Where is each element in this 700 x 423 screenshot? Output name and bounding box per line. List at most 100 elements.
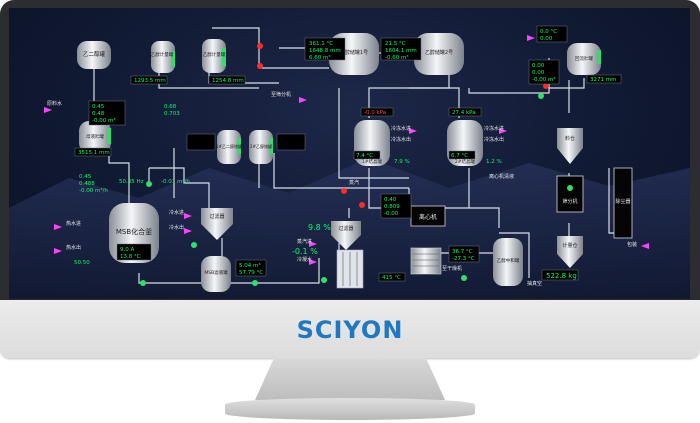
- readout: 1648.8 mm: [309, 48, 341, 54]
- tank-label: MSB滤液罐: [204, 269, 228, 276]
- readout: -0.00 m³/h: [79, 187, 108, 194]
- monitor-stand-neck: [255, 358, 445, 400]
- readout: 0.809: [384, 204, 400, 210]
- readout: 9.0 A: [120, 247, 134, 253]
- readout: 50.35 Hz: [119, 179, 144, 185]
- heat-exchanger[interactable]: [336, 249, 364, 289]
- process-diagram: 乙二醇罐 乙醇计量罐 乙醇计量罐 乙醇储罐1号 乙醇储罐2号: [9, 25, 690, 299]
- label-centrifuge-feed: 离心机清液: [489, 173, 514, 180]
- tank-label: 2#乙醇储罐: [250, 143, 272, 149]
- scada-screen: 乙二醇罐 乙醇计量罐 乙醇计量罐 乙醇储罐1号 乙醇储罐2号: [9, 8, 690, 299]
- readout: -0.00: [384, 211, 399, 217]
- monitor-stand-foot: [225, 398, 475, 420]
- readout: 7.9 %: [394, 159, 410, 165]
- readout: 0.45: [92, 104, 105, 110]
- label-package: 包装: [627, 241, 637, 248]
- tank-label: 乙二醇罐: [83, 50, 106, 58]
- readout: 27.4 kPa: [452, 110, 476, 116]
- silo[interactable]: 料仓: [557, 128, 583, 164]
- tank-eg-metering-b[interactable]: 乙醇计量罐: [202, 39, 226, 73]
- tank-mother-liquor[interactable]: 母液贮罐: [79, 121, 111, 153]
- readouts: 361.1 °C 1648.8 mm 6.60 m³ 21.5 °C 1604.…: [74, 25, 622, 282]
- readout: 0.0 °C: [540, 29, 557, 35]
- readout: 7.4 °C: [356, 153, 373, 159]
- readout: -0.01 m³/h: [161, 178, 190, 185]
- readout: 6.60 m³: [309, 54, 331, 61]
- readout: 1.2 %: [486, 159, 502, 165]
- readout: 0.00: [532, 70, 545, 76]
- readout: 1293.5 mm: [134, 78, 166, 84]
- tank-eg-metering-a[interactable]: 乙醇计量罐: [151, 41, 175, 73]
- monitor-chin: [0, 300, 700, 358]
- readout: -0.00 m³: [532, 76, 556, 83]
- tank-return[interactable]: 回流贮罐: [567, 43, 601, 75]
- readout: 0.00: [532, 63, 545, 69]
- readout: -0.00 m³: [92, 117, 116, 124]
- readout: 5.04 m³: [239, 262, 261, 269]
- readout: 522.8 kg: [546, 272, 577, 280]
- readout: 36.7 °C: [452, 249, 473, 255]
- sieve-machine[interactable]: 筛分机: [556, 175, 584, 213]
- label-steam-in: 蒸汽进: [297, 238, 312, 245]
- label-cooling-out: 冷冻水出: [391, 136, 411, 143]
- label-cooling-out-2: 冷冻水出: [484, 136, 504, 143]
- tank-eg-dist-1[interactable]: 1#乙二醇储罐: [216, 130, 242, 164]
- flow-arrows: [44, 35, 649, 265]
- tank-label: 乙醇计量罐: [151, 51, 174, 58]
- label-to-dryer: 至干燥机: [442, 265, 462, 272]
- readout: 361.1 °C: [309, 41, 333, 47]
- tank-label: 乙醇储罐1号: [340, 49, 368, 56]
- filter-2[interactable]: 过滤器: [331, 221, 361, 250]
- label-cold-water-out: 冷水出: [169, 224, 184, 231]
- readout: 6.7 °C: [451, 153, 468, 159]
- label-condensate: 冷凝水: [297, 256, 312, 263]
- centrifuge[interactable]: 离心机: [410, 205, 446, 227]
- label-hot-water-in: 热水进: [66, 220, 81, 227]
- silo-label: 料仓: [565, 135, 575, 142]
- tank-ethylene-glycol[interactable]: 乙二醇罐: [77, 41, 111, 69]
- readout: 1254.8 mm: [212, 78, 244, 84]
- tank-eg-dist-2[interactable]: 2#乙醇储罐: [249, 130, 273, 164]
- sieve-label: 筛分机: [562, 198, 577, 205]
- label-raw-water: 原料水: [47, 100, 62, 107]
- readout: -0.0 kPa: [364, 110, 386, 116]
- tank-eg-neutral[interactable]: 乙醇中和罐: [493, 238, 523, 286]
- tank-label: 2#结晶罐: [455, 158, 476, 165]
- weigh-silo[interactable]: 计量仓: [557, 236, 583, 268]
- readout: -0.1 %: [292, 247, 318, 256]
- tank-label: 乙醇计量罐: [203, 51, 226, 58]
- label-steam: 蒸汽: [349, 179, 359, 186]
- readout: 0.68: [164, 104, 177, 110]
- readout: 0.488: [79, 181, 95, 187]
- brand-logo: SCIYON: [296, 316, 404, 344]
- readout: 0.45: [79, 174, 92, 180]
- tank-label: 回流贮罐: [575, 55, 593, 62]
- tank-msb-filtrate[interactable]: MSB滤液罐: [201, 256, 231, 292]
- readout: 0.40: [384, 197, 397, 203]
- tank-label: 乙醇中和罐: [497, 257, 520, 264]
- label-cold-water-in: 冷水进: [169, 209, 184, 216]
- filter-label: 过滤器: [209, 213, 224, 220]
- readout: 3515.1 mm: [78, 150, 110, 156]
- readout: 57.79 °C: [239, 270, 263, 276]
- dryer[interactable]: [410, 247, 442, 275]
- readout: 0.00: [540, 36, 553, 42]
- readout: 1604.1 mm: [385, 48, 417, 54]
- tank-label: 乙醇储罐2号: [425, 49, 453, 56]
- label-vacuum: 抽真空: [527, 280, 542, 287]
- dust-label: 除尘器: [615, 198, 630, 205]
- filter-1[interactable]: 过滤器: [201, 208, 233, 240]
- readout: 21.5 °C: [385, 41, 406, 47]
- tank-label: MSB化合釜: [116, 227, 152, 236]
- label-cooling-in-2: 冷冻水进: [484, 125, 504, 132]
- label-cooling-in: 冷冻水进: [391, 125, 411, 132]
- readout: 50.50: [74, 260, 90, 266]
- centrifuge-label: 离心机: [419, 213, 437, 221]
- readout: -0.60 m³: [385, 54, 409, 61]
- tank-eg-storage-2[interactable]: 乙醇储罐2号: [414, 33, 464, 75]
- tank-label: 母液贮罐: [86, 133, 104, 140]
- dust-collector[interactable]: 除尘器: [613, 167, 633, 239]
- label-to-sieve: 至筛分机: [271, 91, 291, 98]
- readout: 415 °C: [382, 275, 401, 281]
